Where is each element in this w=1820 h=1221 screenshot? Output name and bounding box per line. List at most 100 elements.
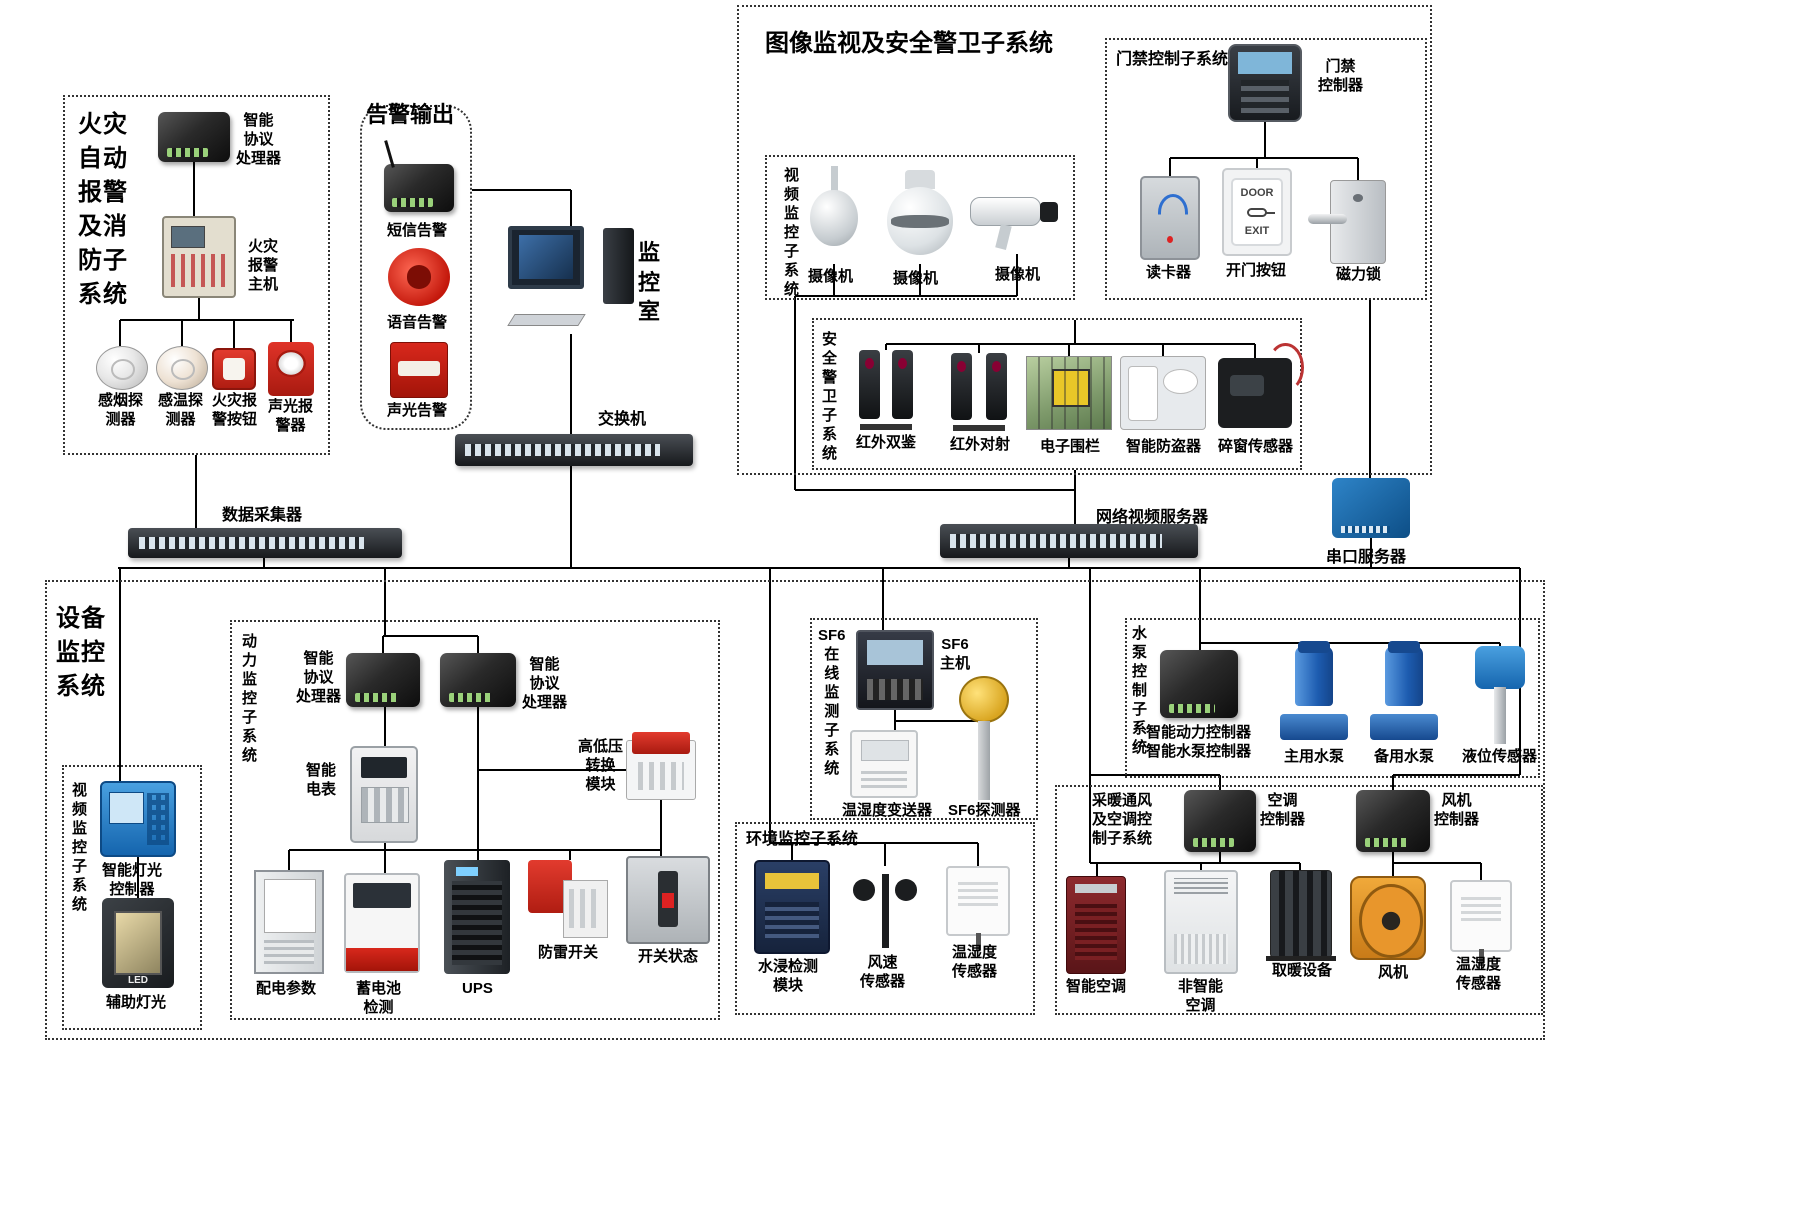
fan-controller-label: 风机 控制器 <box>1434 792 1480 828</box>
alarm-output-box <box>360 105 472 430</box>
image-security-box <box>737 5 1432 475</box>
image-security-title: 图像监视及安全警卫子系统 <box>765 30 1053 57</box>
camera-ball <box>886 186 954 255</box>
monitor-screen <box>508 226 584 289</box>
wind-sensor-label: 风速 传感器 <box>860 954 906 990</box>
glass-break-sensor <box>1218 342 1304 428</box>
serial-port-server <box>1332 478 1410 538</box>
fire-subsystem-box <box>63 95 330 455</box>
video-sub-label: 视 频 监 控 子 系 统 <box>784 167 800 298</box>
sf6-host-device <box>856 630 934 710</box>
door-button-label: 开门按钮 <box>1226 262 1287 279</box>
ir-beam-left <box>951 353 973 421</box>
camera1-label: 摄像机 <box>808 268 854 285</box>
fire-alarm-button-label: 火灾报 警按钮 <box>212 392 258 428</box>
camera-dome <box>810 189 858 247</box>
level-sensor-probe <box>1494 687 1506 744</box>
exit-text: EXIT <box>1244 224 1270 237</box>
heater-device <box>1266 870 1336 962</box>
door-open-button: DOOR EXIT <box>1222 168 1292 256</box>
smart-meter-label: 智能 电表 <box>306 762 337 798</box>
fire-subsystem-title: 火灾 自动 报警 及消 防子 系统 <box>78 111 128 308</box>
camera-lens <box>1039 202 1059 222</box>
voice-alarm-device <box>388 248 450 306</box>
pump-control-label: 水 泵 控 制 子 系 统 <box>1132 625 1148 756</box>
key-icon <box>1247 207 1275 217</box>
ir-base <box>860 423 912 430</box>
level-sensor-device <box>1470 646 1530 744</box>
hvac-label: 采暖通风 及空调控 制子系统 <box>1092 792 1153 847</box>
fan-controller <box>1356 790 1430 852</box>
voice-alarm-label: 语音告警 <box>387 314 448 331</box>
bullet-camera <box>970 184 1064 254</box>
industrial-fan <box>1350 876 1426 960</box>
fire-alarm-button <box>212 348 256 390</box>
power-protocol-processor-right <box>440 653 516 707</box>
sf6-detector-stem <box>978 720 990 800</box>
ir-beam-label: 红外对射 <box>950 436 1011 453</box>
security-guard-label: 安 全 警 卫 子 系 统 <box>822 331 838 462</box>
smoke-detector-label: 感烟探 测器 <box>98 392 144 428</box>
heat-detector-label: 感温探 测器 <box>158 392 204 428</box>
ir-dual-detector <box>854 350 918 430</box>
ups-label: UPS <box>462 980 493 997</box>
serial-server-label: 串口服务器 <box>1326 549 1407 566</box>
environment-title: 环境监控子系统 <box>746 831 859 848</box>
ir-dual-label: 红外双鉴 <box>856 434 917 451</box>
pump-controller-label: 智能动力控制器 智能水泵控制器 <box>1146 724 1252 760</box>
ir-beam-detector <box>946 353 1012 431</box>
camera-mount <box>904 170 936 189</box>
camera-arm <box>995 223 1013 250</box>
sound-light-alarm-label: 声光报 警器 <box>268 398 314 434</box>
smart-ac-unit <box>1066 876 1126 974</box>
distribution-params-label: 配电参数 <box>256 980 317 997</box>
battery-tester <box>344 873 420 973</box>
door-button-plate: DOOR EXIT <box>1230 178 1284 246</box>
th-sensor-env-label: 温湿度 传感器 <box>952 944 998 980</box>
camera-body <box>970 196 1042 226</box>
hv-lv-conversion-module <box>626 731 696 800</box>
ir-beam-right <box>985 353 1007 421</box>
switch-label: 交换机 <box>598 411 647 428</box>
level-sensor-label: 液位传感器 <box>1462 748 1538 765</box>
door-text: DOOR <box>1240 187 1274 200</box>
nonsmart-ac-unit <box>1164 870 1238 974</box>
card-reader <box>1140 176 1200 260</box>
ir-sensor-right <box>892 350 913 419</box>
equipment-monitoring-title: 设备 监控 系统 <box>56 605 106 700</box>
power-monitoring-box <box>230 620 720 1020</box>
sms-alarm-label: 短信告警 <box>387 222 448 239</box>
monitoring-workstation <box>506 226 634 334</box>
fire-alarm-host <box>162 216 236 298</box>
backup-pump-pipe <box>1370 714 1438 740</box>
aux-light-label: 辅助灯光 <box>106 994 167 1011</box>
ups-device <box>444 860 510 974</box>
ac-controller <box>1184 790 1256 852</box>
battery-tester-label: 蓄电池 检测 <box>356 980 402 1016</box>
access-control-box <box>1105 38 1427 300</box>
wind-speed-sensor <box>850 866 920 950</box>
camera2-label: 摄像机 <box>893 270 939 287</box>
level-sensor-head <box>1474 646 1526 690</box>
access-controller-label: 门禁 控制器 <box>1318 58 1364 94</box>
ac-controller-label: 空调 控制器 <box>1260 792 1306 828</box>
main-pump-label: 主用水泵 <box>1284 748 1345 765</box>
nvs-label: 网络视频服务器 <box>1096 509 1209 526</box>
smart-ac-label: 智能空调 <box>1066 978 1127 995</box>
ptz-camera <box>882 170 958 264</box>
anemometer-cup-right <box>894 879 918 902</box>
sound-light-output-label: 声光告警 <box>387 402 448 419</box>
backup-pump <box>1370 641 1438 746</box>
camera3-label: 摄像机 <box>995 266 1041 283</box>
nonsmart-ac-label: 非智能 空调 <box>1178 978 1224 1014</box>
circuit-breaker <box>626 856 710 944</box>
video-surveillance-box <box>765 155 1075 300</box>
anemometer-cup-left <box>852 879 876 902</box>
water-leak-module <box>754 860 830 954</box>
smart-meter <box>350 746 418 843</box>
main-pump <box>1280 641 1348 746</box>
pump-controller <box>1160 650 1238 718</box>
sound-light-output-device <box>390 342 448 398</box>
pump-control-box <box>1125 618 1540 778</box>
magnetic-lock <box>1308 180 1386 264</box>
